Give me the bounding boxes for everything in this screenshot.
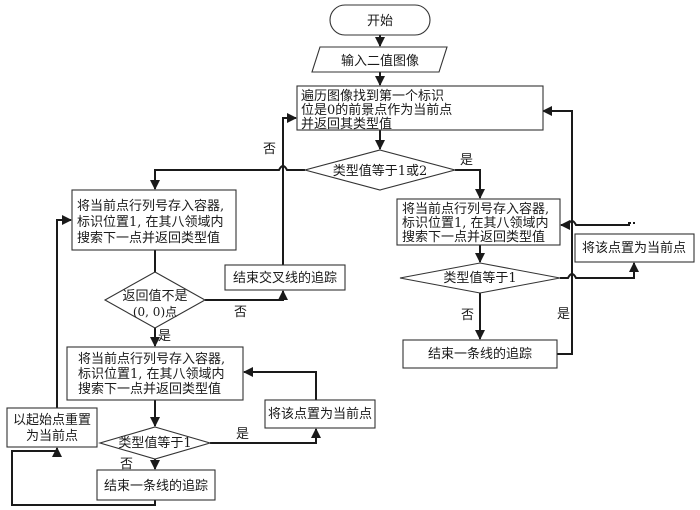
right-store-line-3: 搜索下一点并返回类型值 xyxy=(402,229,545,245)
right-end-line-process: 结束一条线的追踪 xyxy=(402,339,558,369)
edge-right-end-to-traverse xyxy=(542,106,573,355)
left-store-b-line-1: 将当前点行列号存入容器, xyxy=(78,351,225,367)
right-check-type-1-decision: 类型值等于1 xyxy=(399,262,561,294)
edge-check-type-yes-to-right-store xyxy=(455,169,485,199)
check-not-origin-line-1: 返回值不是 xyxy=(122,288,187,304)
left-store-a-process: 将当前点行列号存入容器, 标识位置1, 在其八领域内 搜索下一点并返回类型值 xyxy=(71,189,237,251)
left-store-b-process: 将当前点行列号存入容器, 标识位置1, 在其八领域内 搜索下一点并返回类型值 xyxy=(66,346,244,401)
left-end-line-process: 结束一条线的追踪 xyxy=(96,469,216,501)
edge-left-set-current-to-store-b xyxy=(243,367,317,400)
left-store-a-line-1: 将当前点行列号存入容器, xyxy=(77,198,224,214)
left-check-type-1-label: 类型值等于1 xyxy=(118,435,191,451)
input-label: 输入二值图像 xyxy=(341,53,419,69)
left-store-a-line-2: 标识位置1, 在其八领域内 xyxy=(77,214,224,230)
check-type-1-or-2-decision: 类型值等于1或2 xyxy=(302,149,458,191)
left-end-line-label: 结束一条线的追踪 xyxy=(104,478,208,494)
traverse-line-1: 遍历图像找到第一个标识 xyxy=(301,88,444,104)
traverse-line-3: 并返回其类型值 xyxy=(301,116,392,132)
edge-label-yes-right-end: 是 xyxy=(557,307,570,322)
right-end-line-label: 结束一条线的追踪 xyxy=(428,346,532,362)
right-set-current-label: 将该点置为当前点 xyxy=(582,240,686,256)
left-set-current-process: 将该点置为当前点 xyxy=(264,399,376,429)
edge-label-no-check-type: 否 xyxy=(263,142,276,157)
reset-start-line-2: 为当前点 xyxy=(26,428,78,444)
right-store-line-2: 标识位置1, 在其八领域内 xyxy=(402,215,549,231)
right-store-process: 将当前点行列号存入容器, 标识位置1, 在其八领域内 搜索下一点并返回类型值 xyxy=(396,198,561,246)
edge-label-no-left-check: 否 xyxy=(120,457,133,472)
edge-left-check-yes-to-set-current xyxy=(210,428,321,444)
edge-check-origin-no-to-end-cross xyxy=(205,290,288,301)
edge-label-yes-check-origin: 是 xyxy=(158,329,171,344)
right-check-type-1-label: 类型值等于1 xyxy=(443,270,516,286)
reset-start-line-1: 以起始点重置 xyxy=(13,412,91,428)
edge-label-no-check-origin: 否 xyxy=(234,305,247,320)
right-set-current-process: 将该点置为当前点 xyxy=(574,233,695,263)
edge-reset-to-left-store-a xyxy=(56,215,72,408)
left-store-a-line-3: 搜索下一点并返回类型值 xyxy=(77,230,220,246)
left-set-current-label: 将该点置为当前点 xyxy=(268,406,372,422)
end-cross-trace-process: 结束交叉线的追踪 xyxy=(224,264,346,291)
edge-label-yes-left-check: 是 xyxy=(236,427,249,442)
left-check-type-1-decision: 类型值等于1 xyxy=(98,426,212,460)
check-not-origin-line-2: (0, 0)点 xyxy=(133,305,177,319)
edge-left-end-to-reset xyxy=(11,447,156,506)
edge-end-cross-to-traverse xyxy=(282,113,297,265)
right-store-line-1: 将当前点行列号存入容器, xyxy=(402,201,549,217)
start-label: 开始 xyxy=(367,14,393,29)
left-store-b-line-3: 搜索下一点并返回类型值 xyxy=(78,381,221,397)
edge-label-no-right-check: 否 xyxy=(461,308,474,323)
check-not-origin-decision: 返回值不是 (0, 0)点 xyxy=(103,271,207,329)
input-io: 输入二值图像 xyxy=(311,46,448,73)
left-store-b-line-2: 标识位置1, 在其八领域内 xyxy=(78,366,225,382)
traverse-line-2: 位是0的前景点作为当前点 xyxy=(301,102,452,118)
reset-start-process: 以起始点重置 为当前点 xyxy=(6,407,98,448)
check-type-1-or-2-label: 类型值等于1或2 xyxy=(333,163,428,179)
start-terminal: 开始 xyxy=(329,4,431,36)
edge-label-yes-check-type: 是 xyxy=(460,153,473,168)
traverse-process: 遍历图像找到第一个标识 位是0的前景点作为当前点 并返回其类型值 xyxy=(296,85,544,132)
end-cross-trace-label: 结束交叉线的追踪 xyxy=(233,270,337,286)
